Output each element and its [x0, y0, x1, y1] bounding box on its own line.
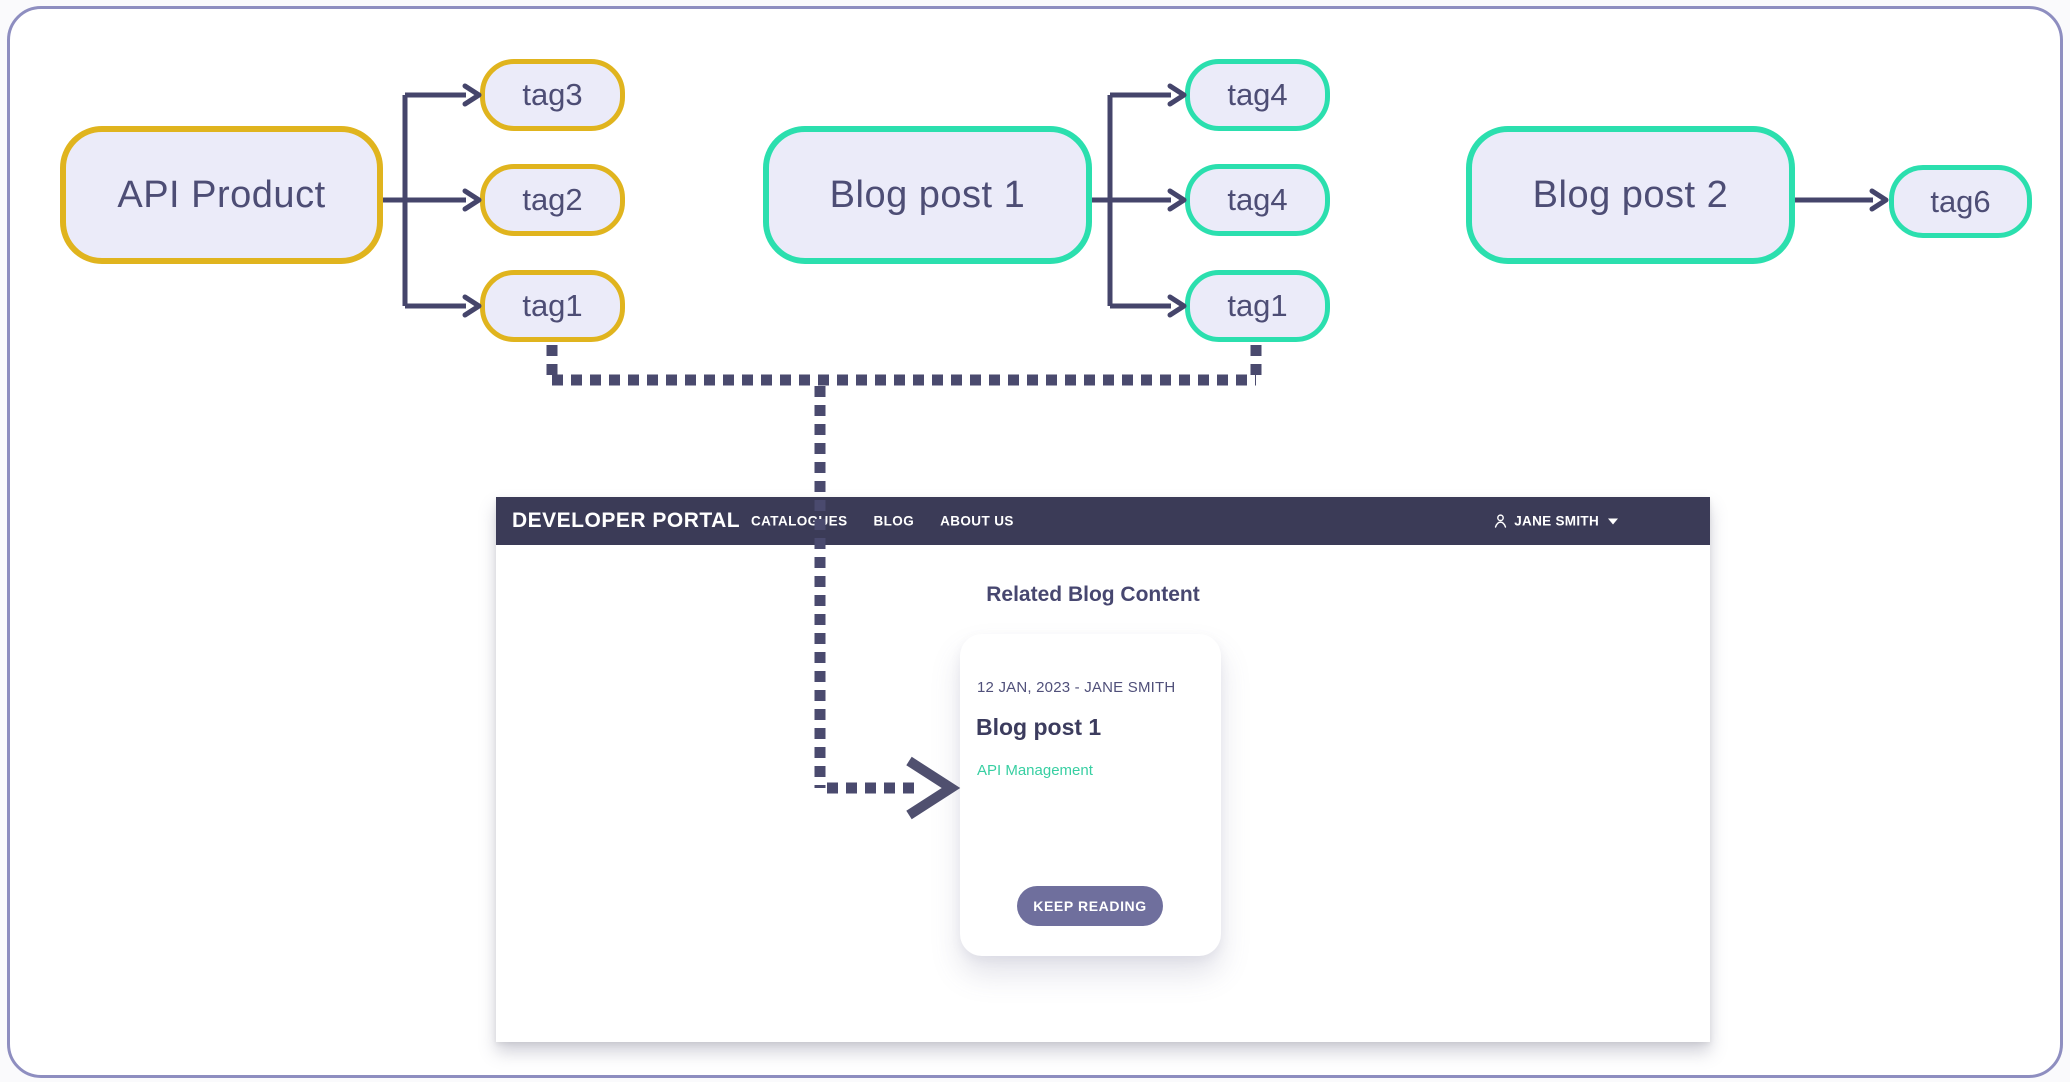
blog-post-1-arrows: [1092, 83, 1187, 318]
portal-navbar: DEVELOPER PORTAL CATALOGUES BLOG ABOUT U…: [496, 497, 1710, 545]
blog-card-meta: 12 JAN, 2023 - JANE SMITH: [977, 679, 1176, 696]
related-blog-content-title: Related Blog Content: [986, 583, 1200, 606]
blog-post-2-arrow: [1795, 188, 1889, 212]
node-blog-post-2: Blog post 2: [1466, 126, 1795, 264]
api-product-arrows: [383, 83, 482, 318]
blog-card-tag-link[interactable]: API Management: [977, 762, 1093, 779]
tag-pill-tag1-left: tag1: [480, 270, 625, 342]
arrowhead-icon: [462, 188, 482, 212]
tag-pill-tag6: tag6: [1889, 165, 2032, 238]
infographic-canvas: API Product tag3 tag2 tag1 Blog post 1 t…: [7, 6, 2063, 1078]
tag-pill-tag1-right: tag1: [1185, 270, 1330, 342]
arrowhead-icon: [462, 294, 482, 318]
user-menu[interactable]: JANE SMITH: [1492, 513, 1618, 530]
nav-item-blog[interactable]: BLOG: [873, 513, 915, 529]
user-name: JANE SMITH: [1514, 513, 1599, 529]
arrowhead-icon: [1167, 188, 1187, 212]
node-blog-post-1: Blog post 1: [763, 126, 1092, 264]
arrowhead-icon: [1869, 188, 1889, 212]
tag-pill-tag3: tag3: [480, 59, 625, 131]
tag-pill-tag4-middle: tag4: [1185, 164, 1330, 236]
caret-down-icon: [1608, 518, 1618, 524]
keep-reading-button[interactable]: KEEP READING: [1017, 886, 1163, 926]
blog-card-title: Blog post 1: [976, 714, 1102, 740]
node-api-product: API Product: [60, 126, 383, 264]
portal-nav: CATALOGUES BLOG ABOUT US: [751, 514, 1014, 529]
tag-pill-tag4-top: tag4: [1185, 59, 1330, 131]
person-icon: [1495, 514, 1507, 528]
arrowhead-icon: [1167, 83, 1187, 107]
nav-item-catalogues[interactable]: CATALOGUES: [751, 513, 848, 529]
arrowhead-icon: [1167, 294, 1187, 318]
blog-card: 12 JAN, 2023 - JANE SMITH Blog post 1 AP…: [960, 634, 1221, 956]
arrowhead-icon: [462, 83, 482, 107]
tag-pill-tag2: tag2: [480, 164, 625, 236]
nav-item-about-us[interactable]: ABOUT US: [940, 513, 1014, 529]
portal-brand[interactable]: DEVELOPER PORTAL: [512, 509, 741, 532]
developer-portal-mockup: DEVELOPER PORTAL CATALOGUES BLOG ABOUT U…: [496, 497, 1710, 1042]
